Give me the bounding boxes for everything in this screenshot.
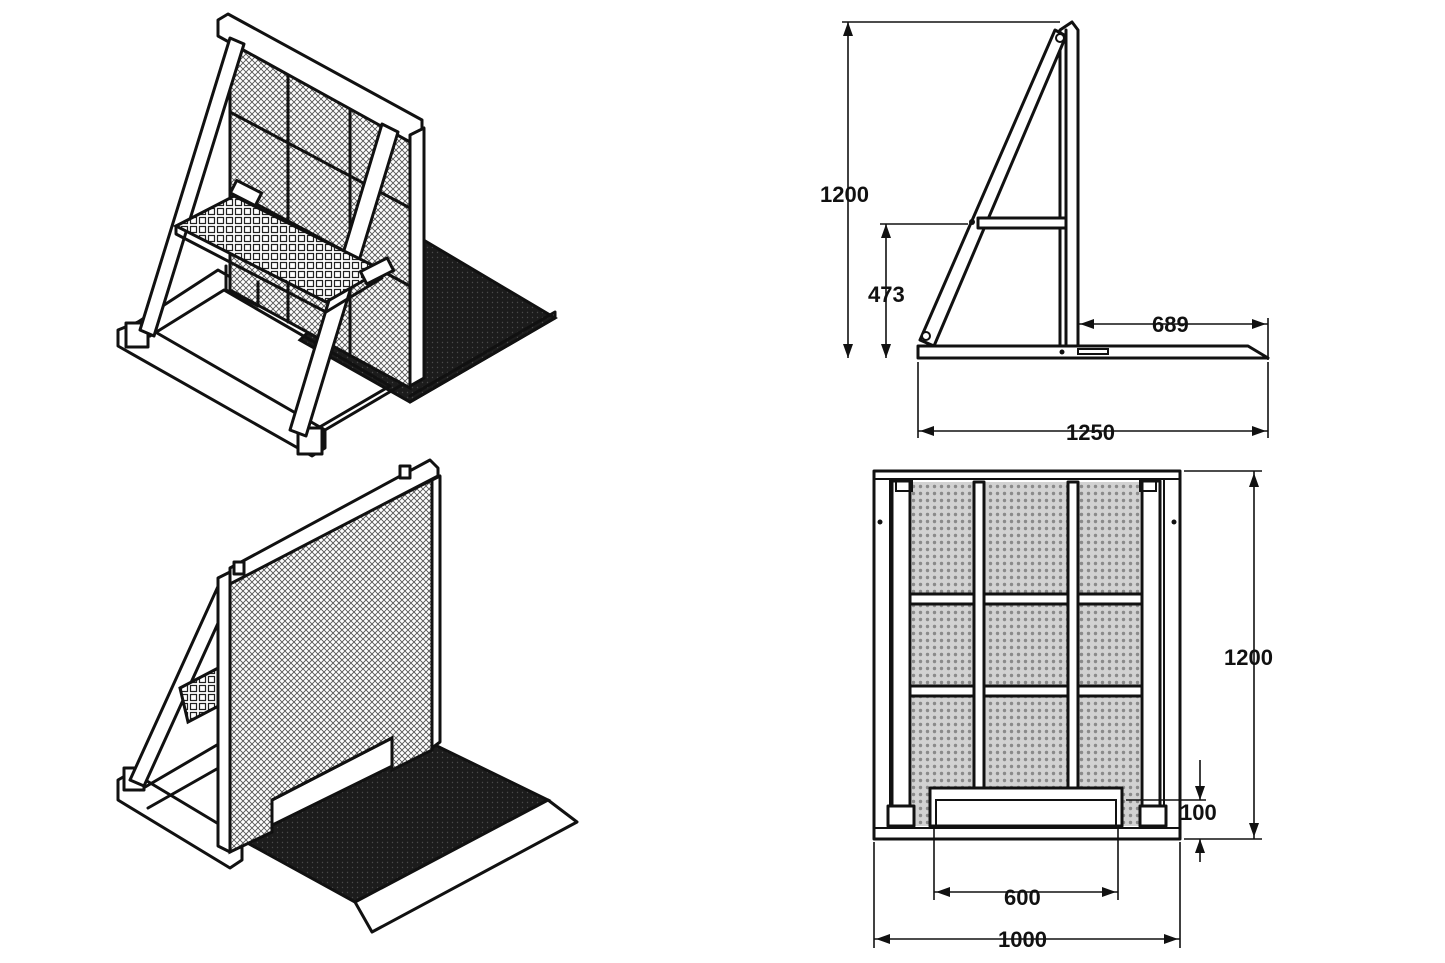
front-bottom-gap <box>928 786 1124 828</box>
front-dimensions: 1200 100 600 1000 <box>873 470 1273 952</box>
dim-gap-width: 600 <box>1004 885 1041 910</box>
dim-base-front: 689 <box>1152 312 1189 337</box>
front-top-rail <box>228 458 440 586</box>
front-elevation <box>872 469 1182 841</box>
dim-side-height: 1200 <box>820 182 869 207</box>
side-dimensions: 1200 473 689 1250 <box>820 21 1269 445</box>
dim-step-height: 473 <box>868 282 905 307</box>
iso-view-front <box>116 458 579 934</box>
front-mesh <box>912 482 1140 826</box>
dim-gap-height: 100 <box>1180 800 1217 825</box>
side-elevation <box>916 20 1270 360</box>
dim-base-length: 1250 <box>1066 420 1115 445</box>
side-post <box>1058 20 1080 348</box>
dim-total-width: 1000 <box>998 927 1047 952</box>
rear-brace-left <box>138 36 246 338</box>
dim-front-height: 1200 <box>1224 645 1273 670</box>
side-step-bar <box>976 216 1068 230</box>
side-base <box>916 344 1270 360</box>
side-brace <box>918 28 1068 348</box>
iso-view-rear <box>116 12 558 458</box>
